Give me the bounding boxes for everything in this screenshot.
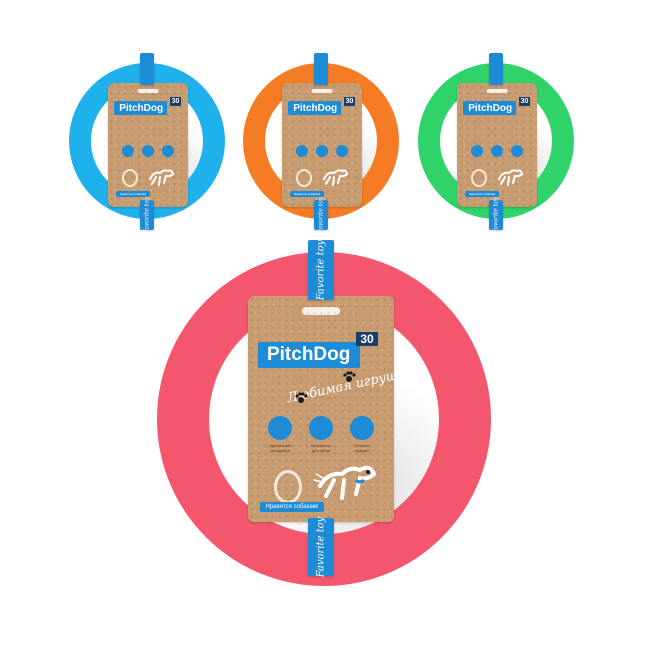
feature-icon <box>316 145 328 157</box>
packaging-card-blue: PitchDog 30 Нравится собакам! <box>108 83 188 207</box>
feature-label: Отлично плавает <box>354 443 370 453</box>
size-badge: 30 <box>519 97 530 106</box>
feature-label: Идеальный катящийся <box>269 443 291 453</box>
feature-icon <box>296 145 308 157</box>
ring-feature-icon <box>268 416 292 440</box>
size-badge: 30 <box>344 97 355 106</box>
feature-icon <box>491 145 503 157</box>
tooth-icon <box>309 416 333 440</box>
brand-label: PitchDog <box>258 342 361 368</box>
size-badge: 30 <box>170 97 181 106</box>
ring-icon <box>296 169 312 187</box>
ring-icon <box>122 169 138 187</box>
dog-icon <box>313 465 377 500</box>
speech-bubble: Нравится собакам! <box>465 191 499 197</box>
speech-bubble: Нравится собакам! <box>260 502 324 512</box>
dog-icon <box>498 169 524 186</box>
strap-top: Favorite toy <box>308 240 334 300</box>
strap-bottom: Favorite toy <box>314 197 328 233</box>
feature-icon <box>142 145 154 157</box>
strap-top <box>314 53 328 85</box>
wave-icon <box>350 416 374 440</box>
strap-bottom: Favorite toy <box>308 517 334 577</box>
ring-icon <box>274 470 302 504</box>
strap-top <box>140 53 154 85</box>
feature-icon <box>162 145 174 157</box>
feature-icon <box>336 145 348 157</box>
paw-icon <box>343 371 356 382</box>
feature-label: Безопасно для зубов <box>311 443 331 453</box>
brand-label: PitchDog <box>463 101 517 115</box>
brand-label: PitchDog <box>288 101 342 115</box>
brand-label: PitchDog <box>114 101 168 115</box>
strap-top <box>489 53 503 85</box>
packaging-card-orange: PitchDog 30 Нравится собакам! <box>282 83 362 207</box>
dog-icon <box>323 169 349 186</box>
feature-icon <box>122 145 134 157</box>
strap-bottom: Favorite toy <box>489 197 503 233</box>
dog-icon <box>149 169 175 186</box>
ring-icon <box>471 169 487 187</box>
packaging-card-pink: PitchDog 30 Любимая игрушка Идеальный ка… <box>248 296 394 522</box>
feature-icon <box>511 145 523 157</box>
strap-bottom: Favorite toy <box>140 197 154 233</box>
packaging-card-green: PitchDog 30 Нравится собакам! <box>457 83 537 207</box>
speech-bubble: Нравится собакам! <box>290 191 324 197</box>
feature-icon <box>471 145 483 157</box>
paw-icon <box>295 392 308 403</box>
size-badge: 30 <box>356 332 378 346</box>
speech-bubble: Нравится собакам! <box>116 191 150 197</box>
